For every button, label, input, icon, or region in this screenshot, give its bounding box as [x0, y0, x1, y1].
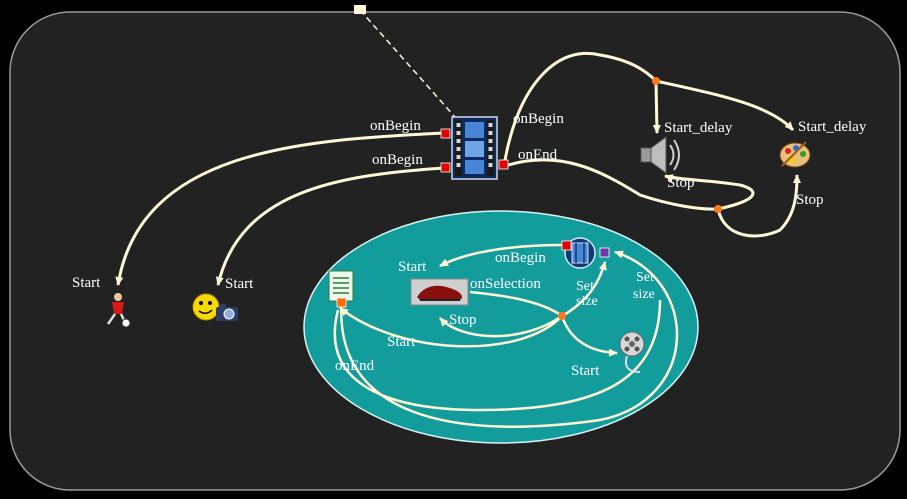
port-film-small-setsize[interactable] — [599, 247, 610, 258]
arrow-junction-to-shoe-stop — [439, 314, 563, 338]
smiley-camera-icon[interactable] — [192, 293, 238, 321]
shoe-image-icon[interactable] — [410, 278, 469, 306]
label-start-delay-1: Start_delay — [664, 120, 733, 136]
arrow-junction-to-reel — [560, 315, 618, 357]
label-stop-speaker: Stop — [667, 175, 695, 191]
label-onbegin-top: onBegin — [370, 118, 421, 134]
label-onbegin-inner: onBegin — [495, 250, 546, 266]
film-small-icon[interactable] — [564, 237, 596, 269]
arrow-junction-to-speaker — [652, 80, 661, 134]
label-set-size-1a: Set — [576, 279, 594, 294]
label-onbegin-right: onBegin — [513, 111, 564, 127]
label-onselection: onSelection — [470, 276, 541, 292]
arrow-shoe-to-junction — [469, 290, 563, 318]
label-set-size-2a: Set — [636, 270, 654, 285]
top-handle[interactable] — [354, 5, 366, 14]
arrow-junction-to-setsize — [561, 261, 607, 318]
inner-scene-ellipse — [303, 210, 699, 444]
dashed-link — [359, 9, 456, 118]
film-icon[interactable] — [451, 116, 498, 180]
arrow-palette-stop-loop — [716, 174, 801, 238]
arrow-film-to-junction-top — [503, 51, 658, 161]
speaker-icon[interactable] — [640, 136, 680, 174]
junction-inner — [558, 312, 566, 320]
junction-top — [652, 77, 660, 85]
arrow-onbegin-to-shoe — [439, 243, 564, 268]
document-icon[interactable] — [328, 270, 354, 302]
port-film-small-onbegin[interactable] — [561, 240, 572, 251]
arrow-onend-loop — [339, 250, 679, 428]
palette-icon[interactable] — [779, 141, 811, 168]
port-onbegin-mid[interactable] — [440, 162, 451, 173]
port-onend-right[interactable] — [498, 159, 509, 170]
film-reel-icon[interactable] — [619, 331, 645, 373]
inner-arrows — [333, 243, 679, 428]
label-start-delay-2: Start_delay — [798, 119, 867, 135]
arrow-onend-inner-loop — [333, 299, 662, 412]
label-onend-inner: onEnd — [335, 358, 375, 374]
label-start-bottom: Start — [387, 334, 416, 350]
label-start-left-1: Start — [72, 275, 101, 291]
label-start-lower: Start — [571, 363, 600, 379]
outer-arrows — [115, 51, 801, 286]
label-stop-palette: Stop — [796, 192, 824, 208]
label-start-inner: Start — [398, 259, 427, 275]
arrow-junction-to-speaker-stop — [664, 174, 755, 211]
diagram-labels: onBegin onBegin onBegin onEnd Start_dela… — [72, 111, 867, 379]
label-stop-inner: Stop — [449, 312, 477, 328]
arrow-onbegin-to-smiley — [215, 166, 445, 286]
port-onbegin-top[interactable] — [440, 128, 451, 139]
arrow-onbegin-to-soccer — [115, 131, 445, 286]
arrow-junction-to-document — [339, 307, 563, 348]
junction-right — [714, 205, 722, 213]
arrow-junction-to-palette — [655, 79, 795, 132]
label-set-size-2b: size — [633, 287, 655, 302]
label-onend-right: onEnd — [518, 147, 558, 163]
label-set-size-1b: size — [576, 294, 598, 309]
soccer-player-icon[interactable] — [106, 293, 131, 328]
label-onbegin-mid: onBegin — [372, 152, 423, 168]
arrow-onend-to-junction-right — [507, 158, 719, 211]
label-start-left-2: Start — [225, 276, 254, 292]
port-document-onend[interactable] — [336, 297, 347, 308]
